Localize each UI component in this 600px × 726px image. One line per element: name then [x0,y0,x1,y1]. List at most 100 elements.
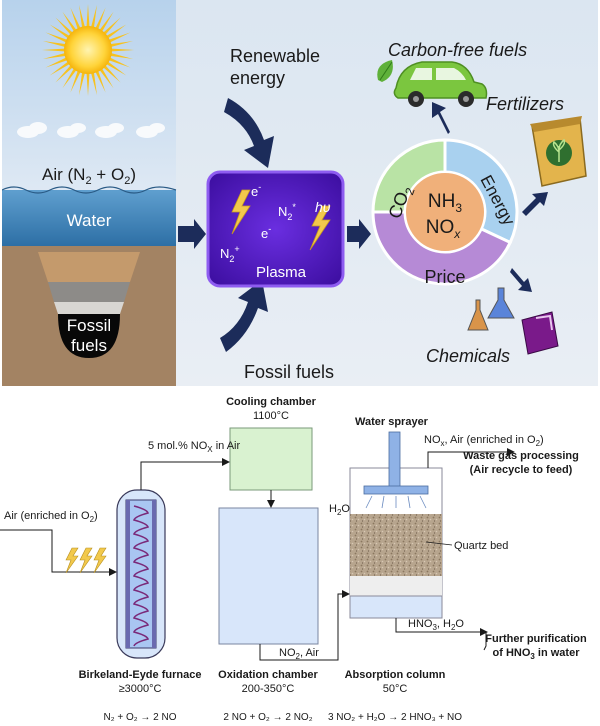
sun-ray [55,64,74,83]
input-arrows [178,98,548,352]
arrow-plasma-to-ring [347,219,371,249]
sun-ray [102,64,121,83]
well-oil-pocket [58,314,120,358]
air-label: Air (N2 + O2) [42,165,136,187]
hno3-h2o-label: HNO3, H2O [408,618,464,632]
waste-gas-outlet-line [427,448,515,468]
furnace-electrode-right [152,500,156,648]
sun-ray [70,7,82,31]
fertilizer-bag-icon [530,116,587,187]
leaf-icon [377,60,393,82]
arrow-to-chemicals [510,268,532,292]
plasma-n2-ion: N2+ [220,244,240,264]
air-inlet-line [0,529,117,576]
sprayer-pipe [388,431,401,488]
fossil-fuels-bottom-label: Fossil fuels [244,362,334,382]
furnace-to-cooling-line [140,458,230,490]
plasma-n2-excited: N2* [278,202,296,222]
sun-ray [90,4,97,29]
sun-ray [86,71,90,96]
equation-absorption: 3 NO₂ + H₂O → 2 HNO₃ + NO [328,712,462,723]
carbon-free-fuels-label: Carbon-free fuels [388,40,527,60]
sun-ray [42,48,67,52]
cooling-chamber-temp: 1100°C [253,410,289,422]
absorption-gap [350,576,442,596]
lightning-icon [65,547,107,574]
sun-ray [105,60,127,76]
sprayer-head [363,485,429,495]
sun-ray [98,67,114,89]
waste-gas-label-1: Waste gas processing [463,450,579,462]
plasma-hv: hυ [315,199,331,215]
bottom-process-diagram: Cooling chamber 1100°C 5 mol.% NOX in Ai… [0,396,587,723]
plasma-electron-1: e- [251,182,261,199]
fossil-label-line2: fuels [71,336,107,355]
water-wave-line [2,186,177,194]
center-nox-label: NOx [426,217,462,241]
oxidation-temp: 200-350°C [242,683,295,695]
air-enriched-label: Air (enriched in O2) [4,510,98,524]
furnace-inner [125,499,157,649]
oxidation-title: Oxidation chamber [218,669,318,681]
arrow-renewable-curve [224,98,274,168]
arrow-left-to-plasma [178,219,206,249]
sun-ray [49,60,71,76]
car-icon [393,61,488,107]
quartz-bed [350,514,442,576]
lightning-icon [231,189,331,251]
sun-ray [94,69,106,93]
sun-ray [79,4,86,29]
further-purification-label-1: Further purification [485,633,587,645]
h2o-label: H2O [329,503,350,517]
plasma-label: Plasma [256,264,307,281]
furnace-temp: ≥3000°C [119,683,162,695]
arrow-to-carbon-free [432,102,450,134]
sun-icon [42,4,134,96]
cloud-icon [17,122,165,138]
sun-ray [107,56,131,68]
furnace-arc-wave [133,505,149,647]
quartz-bed-pointer [425,541,453,546]
sun-ray [55,17,74,36]
spray-lines [365,495,427,509]
sun-ray [105,24,127,40]
water-sprayer-title: Water sprayer [355,416,429,428]
sun-ray [62,67,78,89]
sun-ray [90,71,97,96]
chemical-flask-icon [467,287,559,355]
sun-ray [109,52,134,59]
sun-ray [109,48,134,52]
plasma-electron-2: e- [261,224,271,241]
sun-ray [79,71,86,96]
sun-ray [86,4,90,29]
no2-air-label: NO2, Air [279,647,319,661]
cooling-chamber-title: Cooling chamber [226,396,317,408]
sun-ray [109,41,134,48]
fossil-label-line1: Fossil [67,316,111,335]
arrow-fossil-curve [220,280,268,352]
oxidation-to-absorption-line [259,590,350,661]
sun-core [64,26,112,74]
absorption-temp: 50°C [383,683,408,695]
top-schematic: Air (N2 + O2) Water Fossil fuels Renewab… [2,0,598,386]
nox-in-air-label: 5 mol.% NOX in Air [148,440,240,454]
equation-oxidation: 2 NO + O₂ → 2 NO₂ [223,712,312,723]
equation-furnace: N₂ + O₂ → 2 NO [103,712,176,723]
sun-ray [62,11,78,33]
water-region [2,190,176,246]
sun-ray [70,69,82,93]
furnace-title: Birkeland-Eyde furnace [79,669,202,681]
sun-ray [42,41,67,48]
renewable-energy-label-2: energy [230,68,285,88]
further-purification-label-2: of HNO3 in water [493,647,581,661]
sun-ray [98,11,114,33]
water-label: Water [67,211,112,230]
sun-ray [107,32,131,44]
waste-gas-label-2: (Air recycle to feed) [470,464,573,476]
well-layer-light [54,302,124,314]
center-nh3-label: NH3 [428,191,462,215]
sun-ray [102,17,121,36]
oxidation-chamber-box [218,507,319,645]
renewable-energy-label-1: Renewable [230,46,320,66]
product-ring [371,138,519,286]
